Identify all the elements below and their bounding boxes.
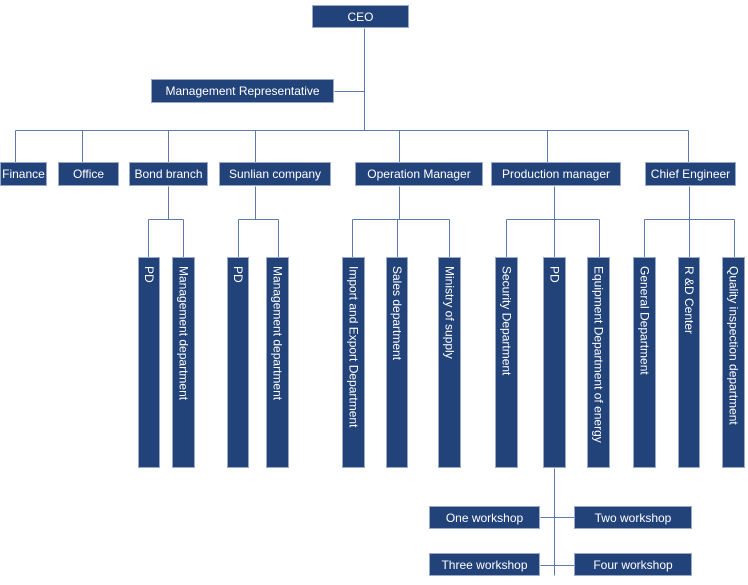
- node-quality-inspection-department-label: Quality inspection department: [726, 266, 741, 425]
- node-four-workshop[interactable]: Four workshop: [574, 553, 692, 576]
- node-management-representative[interactable]: Management Representative: [151, 79, 334, 103]
- node-general-department-label: General Department: [637, 266, 652, 375]
- node-security-department[interactable]: Security Department: [495, 257, 518, 468]
- node-operation-manager[interactable]: Operation Manager: [355, 162, 483, 186]
- node-sunlian-pd-label: PD: [231, 266, 245, 283]
- node-import-export-department[interactable]: Import and Export Department: [342, 257, 365, 468]
- node-office[interactable]: Office: [58, 162, 119, 186]
- node-chief-engineer[interactable]: Chief Engineer: [645, 162, 736, 186]
- node-sunlian-pd[interactable]: PD: [227, 257, 249, 468]
- node-production-pd[interactable]: PD: [543, 257, 566, 468]
- node-ministry-of-supply-label: Ministry of supply: [442, 266, 457, 359]
- node-two-workshop[interactable]: Two workshop: [574, 506, 692, 529]
- node-production-pd-label: PD: [547, 266, 562, 283]
- node-equipment-department-label: Equipment Department of energy: [591, 266, 606, 443]
- node-quality-inspection-department[interactable]: Quality inspection department: [722, 257, 745, 468]
- node-three-workshop[interactable]: Three workshop: [429, 553, 540, 576]
- node-bond-management-department-label: Management department: [176, 266, 191, 401]
- node-sunlian-management-department[interactable]: Management department: [266, 257, 289, 468]
- node-sunlian-company[interactable]: Sunlian company: [219, 162, 331, 186]
- node-bond-pd[interactable]: PD: [138, 257, 160, 468]
- node-finance[interactable]: Finance: [0, 162, 47, 186]
- node-security-department-label: Security Department: [499, 266, 514, 376]
- node-sunlian-management-department-label: Management department: [270, 266, 285, 401]
- node-ministry-of-supply[interactable]: Ministry of supply: [438, 257, 461, 468]
- node-general-department[interactable]: General Department: [633, 257, 656, 468]
- node-bond-management-department[interactable]: Management department: [172, 257, 195, 468]
- node-rd-center[interactable]: R &D Center: [678, 257, 700, 468]
- node-sales-department[interactable]: Sales department: [386, 257, 408, 468]
- node-bond-pd-label: PD: [142, 266, 156, 283]
- node-sales-department-label: Sales department: [390, 266, 404, 361]
- node-bond-branch[interactable]: Bond branch: [129, 162, 208, 186]
- node-production-manager[interactable]: Production manager: [491, 162, 621, 186]
- node-rd-center-label: R &D Center: [682, 266, 696, 335]
- node-equipment-department[interactable]: Equipment Department of energy: [587, 257, 610, 468]
- node-import-export-department-label: Import and Export Department: [346, 266, 361, 428]
- node-ceo[interactable]: CEO: [312, 5, 409, 28]
- node-one-workshop[interactable]: One workshop: [429, 506, 540, 529]
